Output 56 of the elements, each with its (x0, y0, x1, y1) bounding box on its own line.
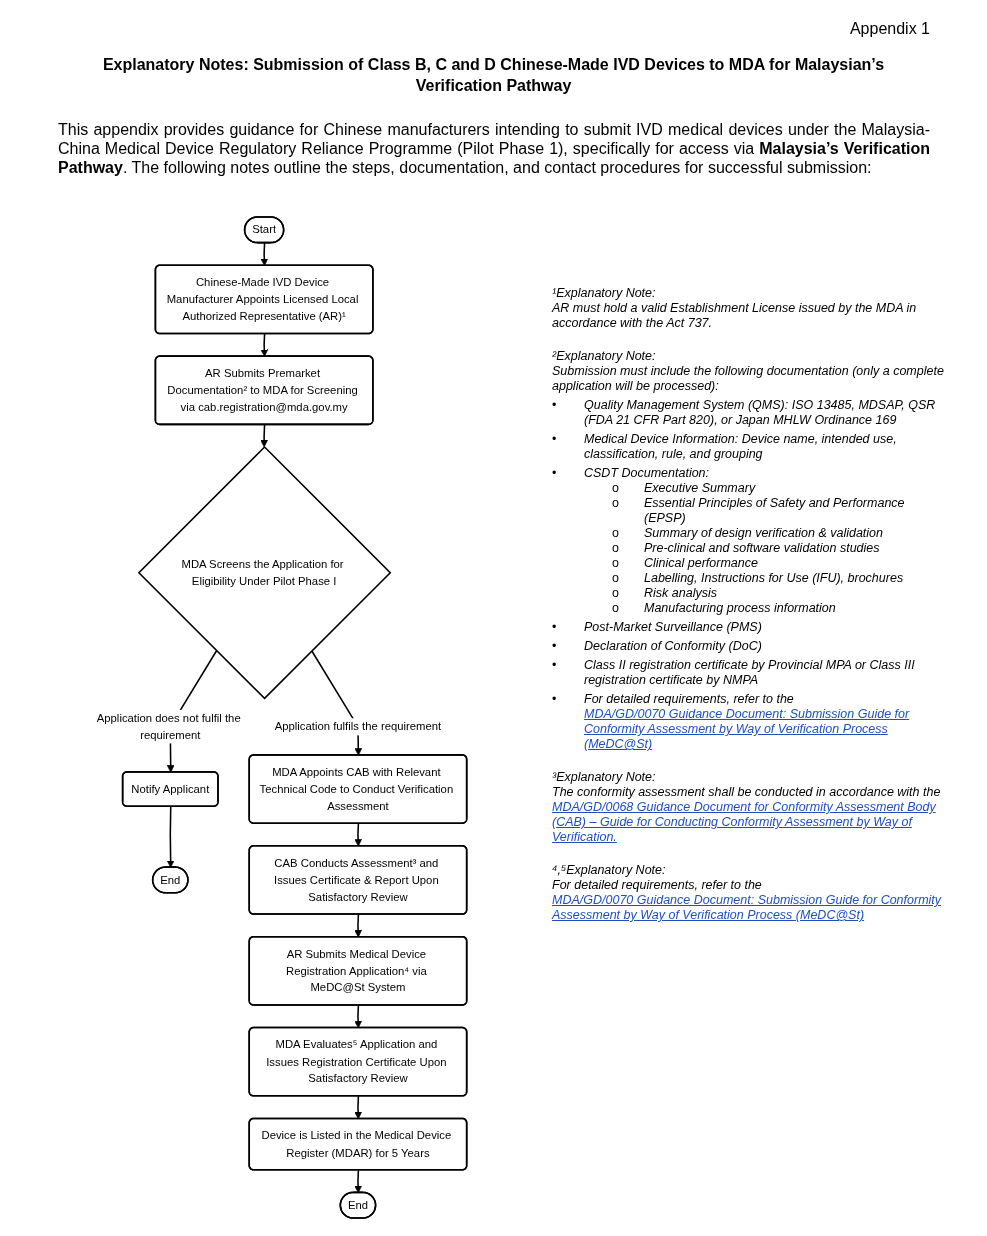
note-heading: ¹Explanatory Note: (552, 286, 657, 301)
sub-bullet-item: Clinical performance (644, 556, 759, 571)
arrow (354, 1004, 362, 1029)
sub-bullet-item: Executive Summary (644, 481, 757, 496)
bullet-marker: • (552, 639, 558, 654)
edge-label: Application fulfils the requirement (274, 719, 442, 733)
bullet-item: Declaration of Conformity (DoC) (584, 639, 763, 654)
sub-bullet-marker: o (612, 556, 620, 571)
note-text: AR must hold a valid Establishment License issued by the MDA in accordance with the Act 737. (552, 301, 918, 331)
link: MDA/GD/0068 Guidance Document for Conformity Assessment Body (CAB) – Guide for Conducting Conformity Assessment by Way of Verification. (552, 800, 937, 845)
link: MDA/GD/0070 Guidance Document: Submission Guide for Conformity Assessment by Way of Verification Process (MeDC@St) (552, 893, 943, 923)
sub-bullet-item: Pre-clinical and software validation studies (644, 541, 881, 556)
bullet-item: Class II registration certificate by Provincial MPA or Class III registration certificate by NMPA (584, 658, 916, 688)
note-heading: ⁴,⁵Explanatory Note: (552, 863, 667, 878)
bullet-item: Quality Management System (QMS): ISO 13485, MDSAP, QSR (FDA 21 CFR Part 820), or Japan MHLW Ordinance 169 (584, 398, 937, 428)
node-diamond: MDA Screens the Application for Eligibility Under Pilot Phase I (137, 445, 392, 700)
bullet-marker: • (552, 620, 558, 635)
arrow (260, 242, 269, 266)
appendix-label: Appendix 1 (849, 20, 930, 38)
note-heading: ²Explanatory Note: (552, 349, 657, 364)
sub-bullet-item: Manufacturing process information (644, 601, 837, 616)
arrow (260, 424, 268, 448)
arrow (354, 822, 362, 847)
arrow (166, 805, 175, 868)
sub-bullet-marker: o (612, 541, 620, 556)
bullet-marker: • (552, 398, 558, 414)
bullet-marker: • (552, 692, 558, 708)
page-title: Explanatory Notes: Submission of Class B, C and D Chinese-Made IVD Devices to MDA for Malaysian’s Verification Pathway (101, 55, 886, 96)
sub-bullet-item: Labelling, Instructions for Use (IFU), brochures (644, 571, 905, 586)
arrow (260, 333, 269, 357)
note-text: The conformity assessment shall be conducted in accordance with the (552, 785, 942, 800)
bullet-item: Medical Device Information: Device name, intended use, classification, rule, and grouping (584, 432, 898, 462)
edge-label: Application does not fulfil the requirement (96, 711, 241, 742)
arrow (354, 913, 362, 938)
sub-bullet-item: Essential Principles of Safety and Performance (EPSP) (644, 496, 906, 526)
bullet-item: Post-Market Surveillance (PMS) (584, 620, 763, 635)
sub-bullet-marker: o (612, 496, 620, 512)
sub-bullet-item: Summary of design verification & validation (644, 526, 884, 541)
bullet-item: For detailed requirements, refer to the (584, 692, 795, 707)
note-text: Submission must include the following documentation (only a complete application will be processed): (552, 364, 945, 394)
sub-bullet-item: Risk analysis (644, 586, 718, 601)
arrow (354, 1169, 362, 1194)
sub-bullet-marker: o (612, 586, 620, 601)
bullet-marker: • (552, 432, 558, 448)
sub-bullet-marker: o (612, 481, 620, 496)
sub-bullet-marker: o (612, 601, 620, 616)
bullet-item: CSDT Documentation: (584, 466, 711, 481)
bullet-marker: • (552, 466, 558, 481)
sub-bullet-marker: o (612, 526, 620, 541)
arrow (354, 1095, 362, 1120)
sub-bullet-marker: o (612, 571, 620, 586)
note-text: For detailed requirements, refer to the (552, 878, 763, 893)
note-heading: ³Explanatory Note: (552, 770, 657, 785)
intro-paragraph: This appendix provides guidance for Chinese manufacturers intending to submit IVD medical devices under the Malaysia-China Medical Device Regulatory Reliance Programme (Pilot Phase 1), specifically for access via Malaysia’s Verification Pathway. The following notes outline the steps, documentation, and contact procedures for successful submission: (58, 120, 930, 177)
bullet-marker: • (552, 658, 558, 674)
link: MDA/GD/0070 Guidance Document: Submission Guide for Conformity Assessment by Way of Verification Process (MeDC@St) (584, 707, 911, 752)
